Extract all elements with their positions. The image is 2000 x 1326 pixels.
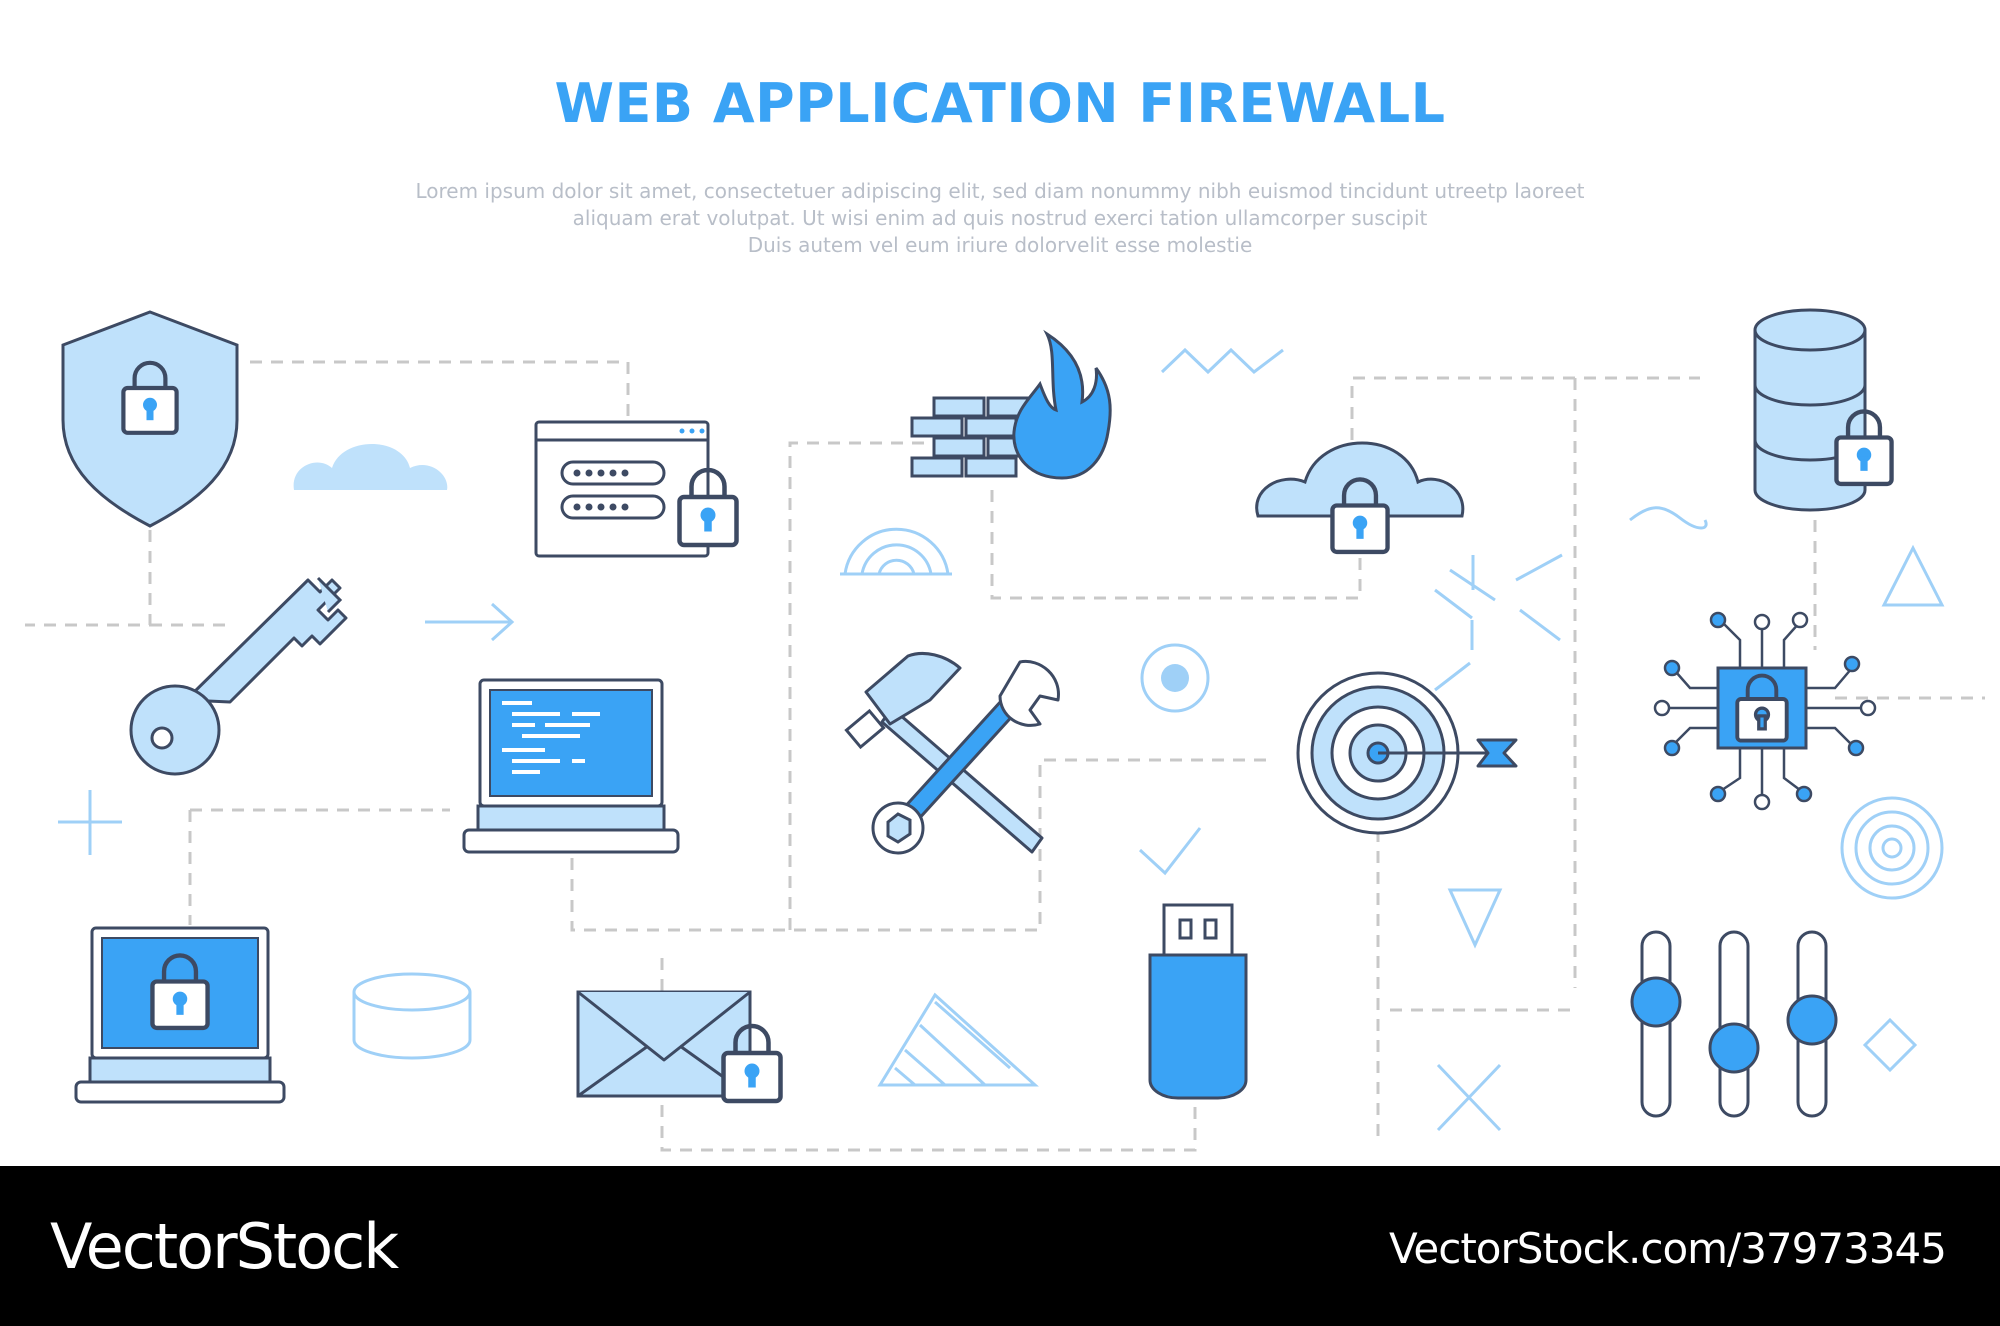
description-line-3: Duis autem vel eum iriure dolorvelit ess… — [747, 233, 1253, 257]
brand-logo: VectorStock — [50, 1210, 399, 1283]
decorations — [58, 347, 1945, 1132]
hammer-wrench-icon — [844, 652, 1060, 855]
laptop-lock-icon — [74, 926, 286, 1104]
login-form-lock-icon — [534, 420, 737, 558]
description-block: Lorem ipsum dolor sit amet, consectetuer… — [0, 178, 2000, 259]
watermark-footer: VectorStock VectorStock.com/37973345 — [0, 1166, 2000, 1326]
sliders-icon — [1630, 930, 1838, 1118]
chip-lock-icon — [1653, 611, 1877, 811]
image-url: VectorStock.com/37973345 — [1388, 1224, 1947, 1273]
mail-lock-icon — [576, 990, 781, 1101]
description-line-2: aliquam erat volutpat. Ut wisi enim ad q… — [572, 206, 1428, 230]
shield-lock-icon — [61, 310, 239, 528]
cloud-lock-icon — [1255, 441, 1465, 552]
illustration-canvas: WEB APPLICATION FIREWALL Lorem ipsum dol… — [0, 72, 2000, 1152]
laptop-code-icon — [462, 678, 680, 854]
usb-drive-icon — [1148, 903, 1248, 1100]
key-icon — [129, 576, 348, 776]
target-arrow-icon — [1296, 671, 1518, 835]
database-lock-icon — [1753, 308, 1892, 512]
firewall-fire-icon — [910, 329, 1112, 480]
page-title: WEB APPLICATION FIREWALL — [554, 72, 1446, 135]
description-line-1: Lorem ipsum dolor sit amet, consectetuer… — [415, 179, 1585, 203]
icon-diagram — [25, 308, 1985, 1152]
